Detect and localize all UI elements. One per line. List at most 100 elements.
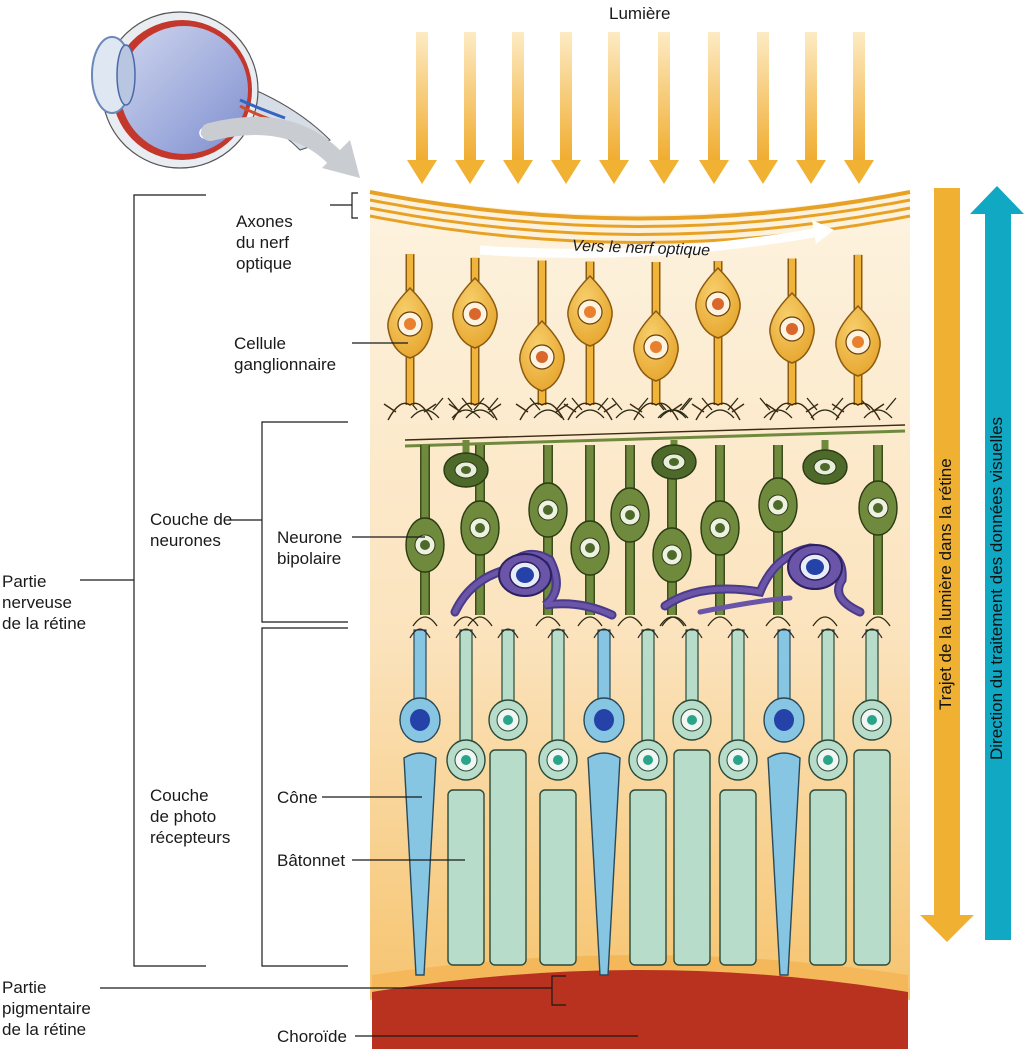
light-arrow-head	[796, 160, 826, 184]
cone-outer-segment	[767, 752, 801, 976]
ganglion-arbor	[765, 402, 819, 421]
light-arrow-head	[649, 160, 679, 184]
horizontal-nucleus	[820, 463, 830, 471]
choroid-label: Choroïde	[277, 1027, 347, 1046]
horizontal-nucleus	[669, 458, 679, 466]
rod-outer-segment	[539, 789, 577, 966]
rod-nucleus	[867, 715, 877, 725]
synapse-tuft	[593, 628, 615, 639]
synapse-tuft	[681, 628, 703, 639]
axon-layer	[369, 190, 911, 221]
synapse-tuft	[637, 628, 659, 639]
bipolar-dendrite	[806, 397, 844, 419]
rod-outer-segment	[809, 789, 847, 966]
ganglion-nucleus	[786, 323, 798, 335]
light-label: Lumière	[609, 4, 671, 23]
light-arrow	[757, 32, 769, 162]
processing-direction-text: Direction du traitement des données visu…	[987, 416, 1006, 760]
bipolar-dendrite	[571, 397, 609, 419]
rod-outer-segment	[719, 789, 757, 966]
light-arrow	[560, 32, 572, 162]
bipolar-nucleus	[773, 500, 783, 510]
bipolar-terminal	[812, 616, 838, 627]
light-arrow-head	[551, 160, 581, 184]
light-arrow	[805, 32, 817, 162]
rod-nucleus	[687, 715, 697, 725]
bipolar-nucleus	[625, 510, 635, 520]
cone-nucleus	[774, 709, 794, 731]
ganglion-nucleus	[469, 308, 481, 320]
light-arrow	[608, 32, 620, 162]
light-arrow-head	[455, 160, 485, 184]
rod-outer-segment	[673, 749, 711, 966]
ganglion-arbor	[629, 402, 683, 421]
bipolar-terminal	[467, 616, 493, 627]
light-arrow-head	[748, 160, 778, 184]
ganglion-nucleus	[404, 318, 416, 330]
cone-outer-segment	[403, 752, 437, 976]
bipolar-dendrite	[611, 397, 649, 419]
ganglion-arbor	[831, 402, 885, 421]
synapse-tuft	[727, 628, 749, 639]
light-arrow-head	[844, 160, 874, 184]
bipolar-nucleus	[475, 523, 485, 533]
light-arrow-head	[407, 160, 437, 184]
horizontal-nucleus	[461, 466, 471, 474]
ganglion-nucleus	[650, 341, 662, 353]
bipolar-terminal	[535, 616, 561, 627]
bipolar-nucleus	[420, 540, 430, 550]
bipolar-terminal	[617, 616, 643, 627]
rod-outer-segment	[489, 749, 527, 966]
ganglion-arbor	[383, 402, 437, 421]
bipolar-nucleus	[667, 550, 677, 560]
optic-nerve-arrow-label: Vers le nerf optique	[572, 238, 711, 260]
cone-nucleus	[410, 709, 430, 731]
light-path-arrow	[920, 188, 974, 942]
light-arrow	[416, 32, 428, 162]
synapse-tuft	[773, 628, 795, 639]
light-arrow-head	[699, 160, 729, 184]
bipolar-dendrite	[701, 397, 739, 419]
bipolar-terminal	[707, 616, 733, 627]
cone-label: Cône	[277, 788, 318, 807]
synapse-tuft	[497, 628, 519, 639]
ganglion-layer	[383, 254, 885, 421]
bipolar-nucleus	[873, 503, 883, 513]
light-arrow	[853, 32, 865, 162]
processing-direction-arrow	[970, 186, 1024, 940]
bipolar-terminal	[453, 616, 479, 627]
rod-nucleus	[461, 755, 471, 765]
cone-nucleus	[594, 709, 614, 731]
rod-nucleus	[643, 755, 653, 765]
light-arrow	[464, 32, 476, 162]
bipolar-nucleus	[715, 523, 725, 533]
light-path-text: Trajet de la lumière dans la rétine	[936, 458, 955, 710]
ganglion-arbor	[563, 402, 617, 421]
ganglion-nucleus	[852, 336, 864, 348]
bipolar-terminal	[765, 616, 791, 627]
synapse-tuft	[547, 628, 569, 639]
synapse-tuft	[817, 628, 839, 639]
light-arrow-head	[503, 160, 533, 184]
eye-icon	[91, 11, 331, 169]
zoom-arrow	[201, 117, 344, 167]
bipolar-terminal	[577, 616, 603, 627]
rod-nucleus	[733, 755, 743, 765]
rod-nucleus	[503, 715, 513, 725]
photoreceptor-layer	[399, 628, 892, 976]
bipolar-terminal	[865, 616, 891, 627]
rod-label: Bâtonnet	[277, 851, 346, 870]
light-arrow	[512, 32, 524, 162]
ganglion-arbor	[448, 402, 502, 421]
rod-outer-segment	[629, 789, 667, 966]
amacrine-cells	[450, 543, 865, 620]
brackets	[80, 192, 638, 1037]
ganglion-nucleus	[584, 306, 596, 318]
